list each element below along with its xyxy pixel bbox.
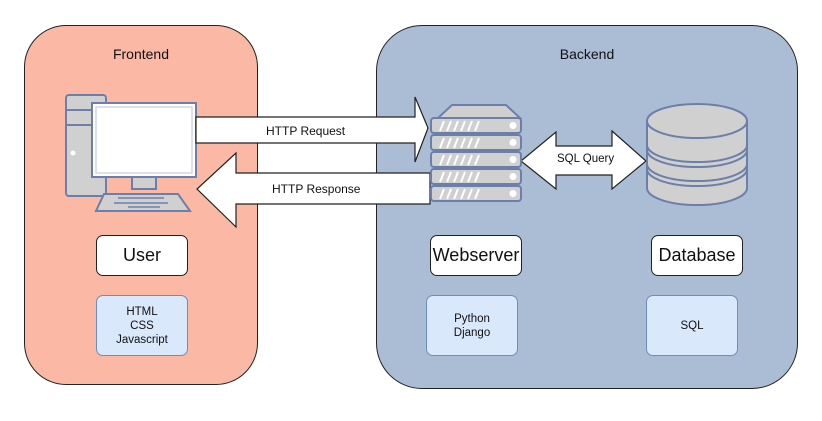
user-label: User bbox=[122, 245, 161, 265]
tech-item: HTML bbox=[126, 305, 158, 318]
sql-query-label: SQL Query bbox=[557, 153, 615, 165]
tech-item: SQL bbox=[680, 319, 704, 332]
webserver-tech-box: Python Django bbox=[426, 295, 518, 356]
tech-item: Javascript bbox=[116, 333, 168, 346]
database-tech-box: SQL bbox=[646, 295, 738, 356]
frontend-title: Frontend bbox=[112, 46, 170, 62]
http-request-arrow bbox=[195, 96, 429, 163]
tech-item: Python bbox=[454, 312, 490, 325]
database-label-box: Database bbox=[651, 235, 743, 276]
tech-item: CSS bbox=[130, 319, 154, 332]
database-cylinder-icon bbox=[646, 103, 748, 206]
user-label-box: User bbox=[96, 235, 188, 276]
webserver-label-box: Webserver bbox=[430, 235, 522, 276]
webserver-label: Webserver bbox=[432, 245, 520, 265]
http-request-label: HTTP Request bbox=[266, 124, 346, 138]
backend-title: Backend bbox=[559, 46, 615, 62]
server-rack-icon bbox=[430, 104, 523, 202]
tech-item: Django bbox=[453, 326, 491, 339]
frontend-tech-box: HTML CSS Javascript bbox=[96, 295, 188, 356]
http-response-arrow bbox=[196, 151, 431, 229]
database-label: Database bbox=[658, 245, 736, 265]
desktop-computer-icon bbox=[65, 94, 197, 212]
http-response-label: HTTP Response bbox=[272, 182, 361, 196]
